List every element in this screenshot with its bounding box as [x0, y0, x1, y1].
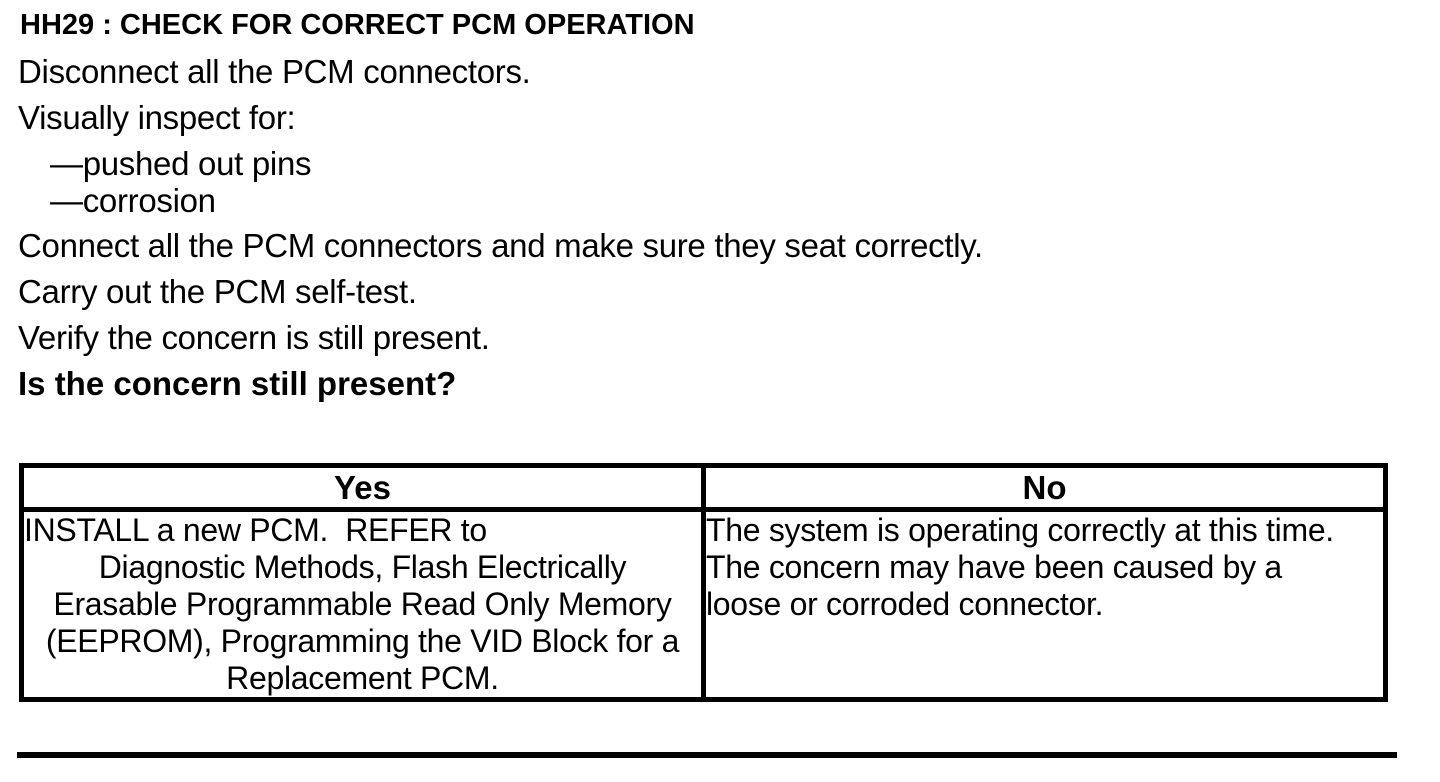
no-action-line: The system is operating correctly at thi… [706, 512, 1334, 548]
yes-action-line: Diagnostic Methods, Flash Electrically [98, 549, 627, 585]
procedure-title: HH29 : CHECK FOR CORRECT PCM OPERATION [20, 9, 695, 41]
no-column-header: No [701, 463, 1388, 512]
yes-action-line: Erasable Programmable Read Only Memory [53, 586, 672, 622]
page-divider-rule [17, 752, 1397, 758]
yes-column-header: Yes [19, 463, 706, 512]
inspection-list: —pushed out pins —corrosion [18, 145, 1440, 219]
no-action-cell: The system is operating correctly at thi… [701, 507, 1388, 702]
yes-action-line: INSTALL a new PCM. REFER to [24, 512, 487, 548]
step-visually-inspect: Visually inspect for: [18, 99, 296, 136]
step-verify-concern: Verify the concern is still present. [18, 319, 490, 356]
yes-action-line: Replacement PCM. [226, 660, 499, 696]
inspection-item-pushed-out-pins: —pushed out pins [50, 145, 312, 182]
step-connect-connectors: Connect all the PCM connectors and make … [18, 227, 983, 264]
no-action-line: loose or corroded connector. [706, 586, 1104, 622]
decision-table: Yes No INSTALL a new PCM. REFER to Diagn… [19, 463, 1388, 702]
decision-table-body-row: INSTALL a new PCM. REFER to Diagnostic M… [19, 507, 1388, 702]
yes-action-line: (EEPROM), Programming the VID Block for … [45, 623, 680, 659]
decision-table-header-row: Yes No [19, 463, 1388, 512]
decision-question: Is the concern still present? [18, 365, 457, 402]
step-self-test: Carry out the PCM self-test. [18, 273, 417, 310]
inspection-item-corrosion: —corrosion [50, 182, 216, 219]
yes-action-cell: INSTALL a new PCM. REFER to Diagnostic M… [19, 507, 706, 702]
no-action-line: The concern may have been caused by a [706, 549, 1282, 585]
step-disconnect-connectors: Disconnect all the PCM connectors. [18, 53, 531, 90]
